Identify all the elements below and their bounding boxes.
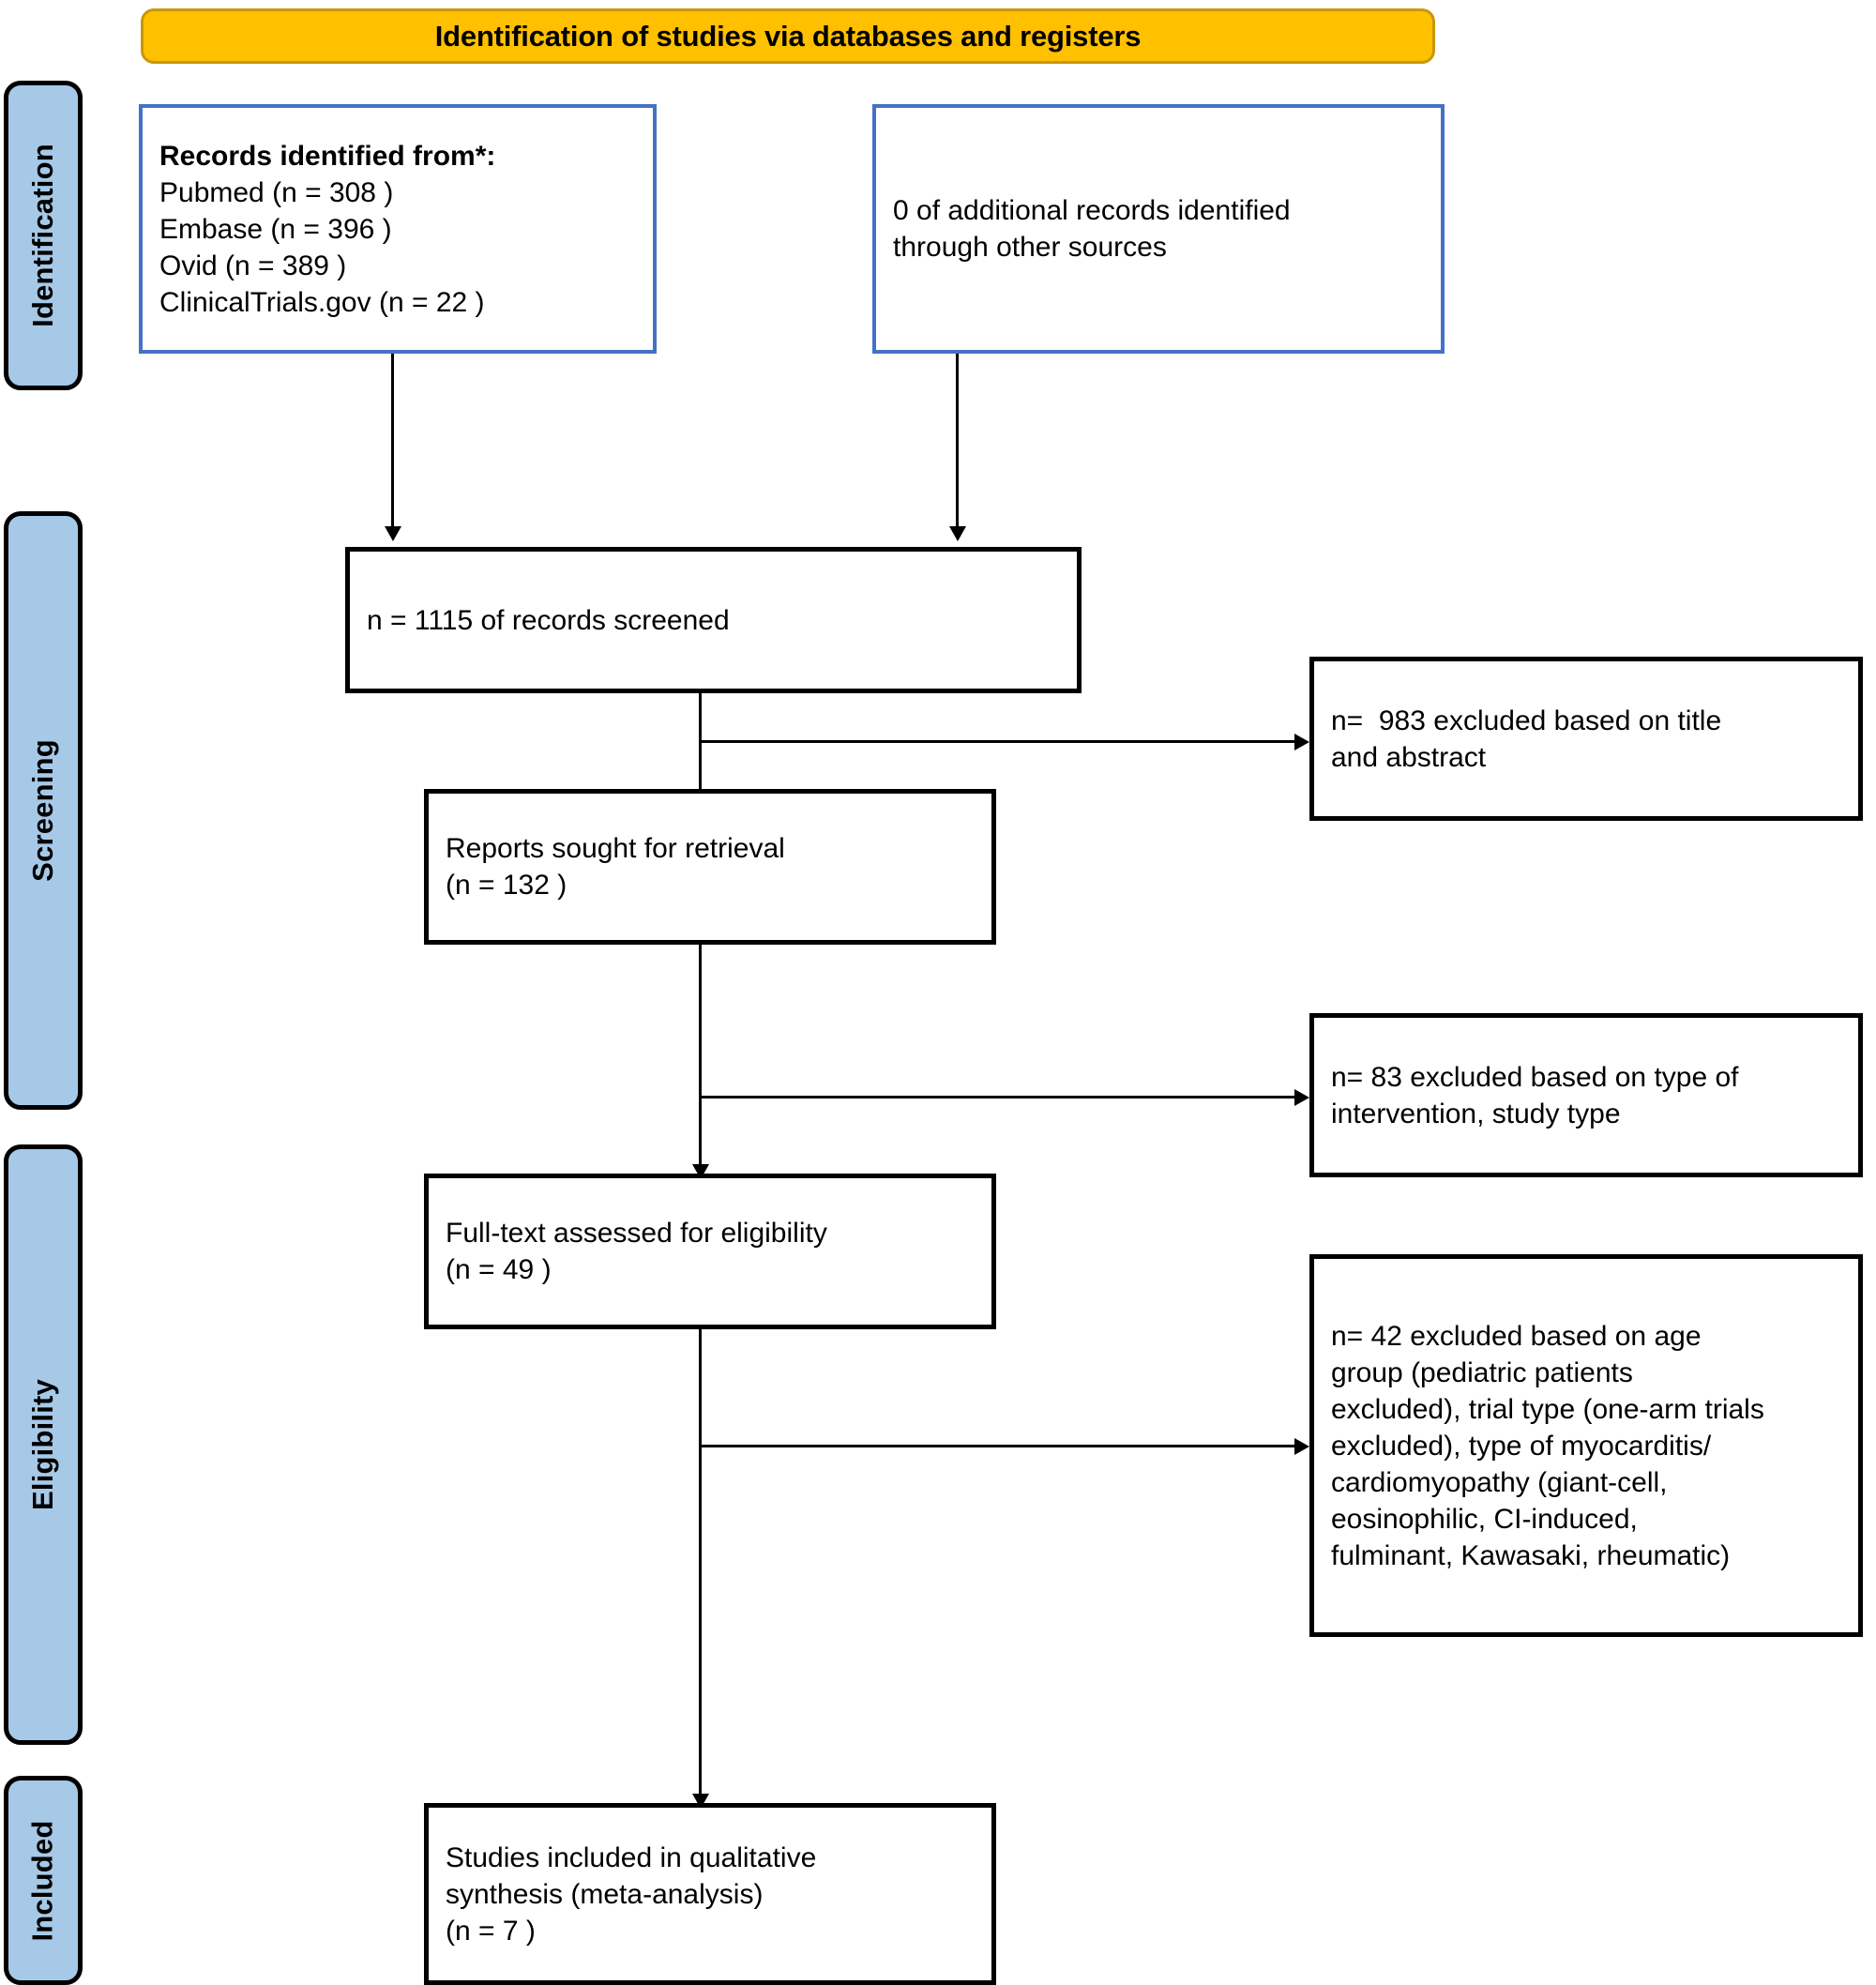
- connector-additional-to-screened: [956, 354, 959, 526]
- connector-fulltext-down: [699, 1329, 702, 1794]
- diagram-header-banner: Identification of studies via databases …: [141, 8, 1435, 64]
- stage-label-eligibility: Eligibility: [26, 1379, 59, 1510]
- diagram-title: Identification of studies via databases …: [434, 19, 1142, 53]
- arrowhead-additional-to-screened: [949, 526, 966, 541]
- studies-included-line-1: Studies included in qualitative: [446, 1841, 817, 1873]
- excluded-age-trial-line-3: excluded), trial type (one-arm trials: [1331, 1393, 1764, 1425]
- connector-fulltext-to-excluded: [699, 1445, 1294, 1447]
- records-identified-heading: Records identified from*:: [159, 140, 496, 172]
- stage-label-identification: Identification: [26, 144, 59, 327]
- box-records-screened: n = 1115 of records screened: [345, 547, 1082, 693]
- studies-included-line-2: synthesis (meta-analysis): [446, 1878, 764, 1910]
- box-fulltext-assessed: Full-text assessed for eligibility (n = …: [424, 1174, 996, 1329]
- records-identified-line-2: Embase (n = 396 ): [159, 213, 392, 245]
- box-excluded-title-abstract: n= 983 excluded based on title and abstr…: [1309, 657, 1863, 821]
- additional-records-line-2: through other sources: [893, 232, 1167, 263]
- box-additional-records: 0 of additional records identified throu…: [872, 104, 1445, 354]
- records-identified-line-3: Ovid (n = 389 ): [159, 250, 347, 281]
- records-identified-line-1: Pubmed (n = 308 ): [159, 176, 394, 208]
- excluded-age-trial-line-1: n= 42 excluded based on age: [1331, 1320, 1702, 1352]
- excluded-intervention-line-1: n= 83 excluded based on type of: [1331, 1061, 1739, 1093]
- stage-label-screening: Screening: [26, 739, 59, 882]
- excluded-age-trial-line-2: group (pediatric patients: [1331, 1356, 1633, 1388]
- arrowhead-identified-to-screened: [385, 526, 401, 541]
- stage-band-screening: Screening: [4, 511, 83, 1110]
- excluded-intervention-line-2: intervention, study type: [1331, 1098, 1621, 1129]
- stage-band-eligibility: Eligibility: [4, 1144, 83, 1745]
- box-excluded-intervention: n= 83 excluded based on type of interven…: [1309, 1013, 1863, 1177]
- excluded-age-trial-line-7: fulminant, Kawasaki, rheumatic): [1331, 1539, 1731, 1571]
- box-reports-sought: Reports sought for retrieval (n = 132 ): [424, 789, 996, 945]
- box-records-identified: Records identified from*: Pubmed (n = 30…: [139, 104, 657, 354]
- stage-band-identification: Identification: [4, 81, 83, 390]
- additional-records-line-1: 0 of additional records identified: [893, 195, 1291, 226]
- reports-sought-line-1: Reports sought for retrieval: [446, 833, 785, 864]
- connector-reports-to-excluded: [699, 1096, 1294, 1099]
- stage-band-included: Included: [4, 1776, 83, 1985]
- excluded-title-abstract-line-1: n= 983 excluded based on title: [1331, 705, 1722, 736]
- connector-identified-to-screened: [391, 354, 394, 526]
- records-screened-line-1: n = 1115 of records screened: [367, 604, 730, 636]
- excluded-title-abstract-line-2: and abstract: [1331, 741, 1487, 773]
- fulltext-assessed-line-2: (n = 49 ): [446, 1254, 552, 1285]
- excluded-age-trial-line-5: cardiomyopathy (giant-cell,: [1331, 1466, 1668, 1498]
- connector-screened-to-excluded: [699, 740, 1294, 743]
- records-identified-line-4: ClinicalTrials.gov (n = 22 ): [159, 286, 485, 318]
- box-excluded-age-trial: n= 42 excluded based on age group (pedia…: [1309, 1254, 1863, 1637]
- arrowhead-reports-to-excluded: [1294, 1089, 1309, 1106]
- stage-label-included: Included: [26, 1819, 59, 1942]
- arrowhead-fulltext-to-excluded: [1294, 1438, 1309, 1455]
- reports-sought-line-2: (n = 132 ): [446, 870, 567, 901]
- box-studies-included: Studies included in qualitative synthesi…: [424, 1803, 996, 1985]
- excluded-age-trial-line-4: excluded), type of myocarditis/: [1331, 1430, 1712, 1462]
- connector-reports-down: [699, 945, 702, 1164]
- arrowhead-screened-to-excluded: [1294, 734, 1309, 750]
- excluded-age-trial-line-6: eosinophilic, CI-induced,: [1331, 1503, 1638, 1535]
- studies-included-line-3: (n = 7 ): [446, 1915, 536, 1947]
- fulltext-assessed-line-1: Full-text assessed for eligibility: [446, 1218, 827, 1249]
